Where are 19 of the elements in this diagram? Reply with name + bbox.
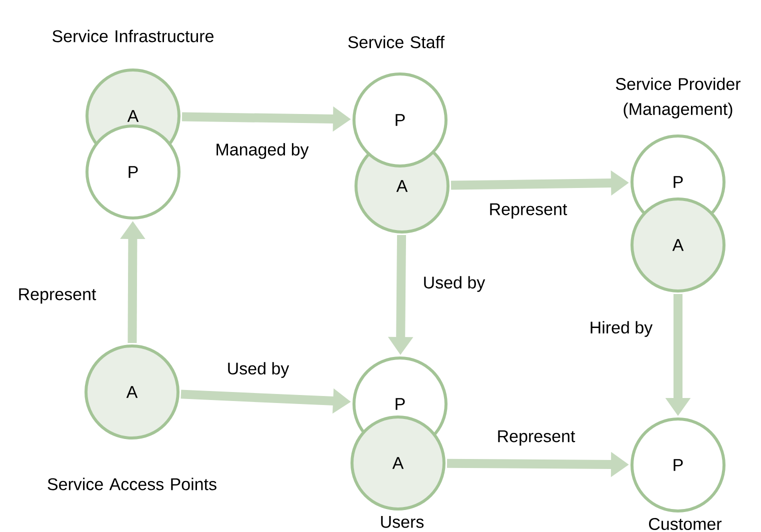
node-caption: Service Infrastructure <box>52 30 214 42</box>
edge-label: Represent <box>498 430 576 446</box>
edge-label: Used by <box>424 276 486 292</box>
node-caption: Service Access Points <box>48 478 216 490</box>
node-caption: Users <box>381 516 424 528</box>
edge-label: Hired by <box>590 321 653 337</box>
circle-node: P <box>630 418 726 512</box>
circle-node: P <box>352 72 448 168</box>
circle-node: A <box>84 344 180 440</box>
node-caption: Service Provider (Management) <box>616 78 741 118</box>
edge-label: Represent <box>19 288 96 304</box>
node-caption: Customer <box>649 518 722 530</box>
circle-node: A <box>350 416 446 510</box>
edge-label: Used by <box>228 362 290 378</box>
circle-node: A <box>630 198 726 292</box>
edge-label: Represent <box>490 203 568 219</box>
edge-label: Managed by <box>216 143 309 159</box>
circle-node: P <box>86 124 180 220</box>
node-caption: Service Staff <box>348 36 445 48</box>
